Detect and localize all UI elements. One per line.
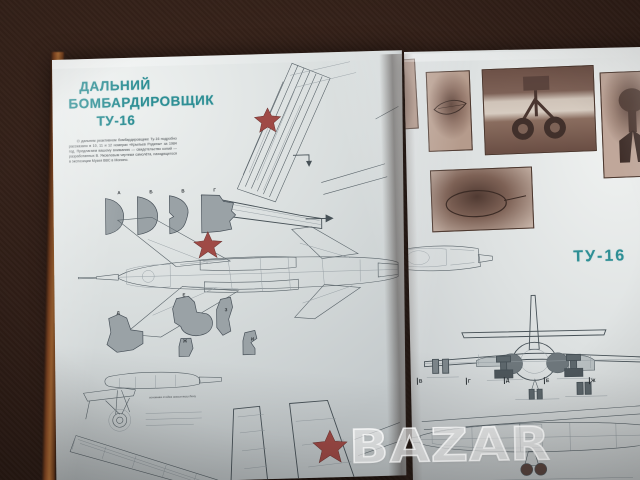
photo-gear-front-shape — [618, 88, 640, 163]
cross-section-label-a: А — [117, 190, 121, 196]
photo-gear-struts — [511, 75, 566, 140]
annotation-arrow-2 — [305, 214, 334, 223]
photo-nose-outline — [433, 99, 467, 115]
photo-main-gear — [481, 65, 597, 156]
drawing-wing-planform-left — [69, 435, 257, 480]
drawing-front-view-aircraft — [424, 294, 640, 400]
magazine-right-page: 302 — [404, 46, 640, 480]
article-body-paragraph: О дальнем реактивном бомбардировщике Ту-… — [68, 136, 177, 164]
cross-section-label-zh: Ж — [182, 338, 188, 344]
title-line-1: ДАЛЬНИЙ — [79, 77, 151, 95]
drawing-gear-symbol-row — [426, 353, 593, 381]
magazine-left-page: ДАЛЬНИЙ БОМБАРДИРОВЩИК ТУ-16 О дальнем р… — [52, 50, 407, 480]
photo-nose-302: 302 — [404, 58, 419, 133]
drawing-side-view-bottom — [405, 404, 640, 480]
cross-section-label-g: Г — [213, 187, 216, 193]
cross-section-label-e: Е — [182, 292, 186, 298]
paper-crease-right-top — [404, 48, 640, 62]
cross-section-label-z: З — [224, 307, 228, 313]
article-body-text: О дальнем реактивном бомбардировщике Ту-… — [69, 137, 177, 165]
cross-sections-row-2 — [106, 295, 258, 357]
section-marker-v: В — [418, 378, 423, 385]
cross-section-label-i: И — [250, 336, 255, 342]
annotation-arrow-1 — [292, 154, 313, 167]
right-page-heading: ТУ-16 — [573, 247, 627, 266]
cross-section-label-b: Б — [149, 189, 153, 195]
photo-gear-front — [599, 70, 640, 179]
drawing-nose-side-detail — [404, 245, 493, 272]
section-marker-e: Е — [545, 378, 550, 385]
cross-section-label-d: Д — [116, 310, 120, 316]
photo-nose-radome — [425, 70, 473, 152]
title-line-3: ТУ-16 — [96, 112, 136, 129]
drawing-landing-gear-detail — [83, 371, 222, 432]
drawing-plan-view-aircraft — [77, 216, 399, 338]
cross-section-label-v: В — [181, 188, 185, 194]
cross-sections-row-1 — [105, 194, 237, 236]
drawing-tail-and-wing-top — [200, 61, 399, 230]
section-marker-d: Д — [505, 377, 510, 384]
photo-fuselage-pod — [429, 166, 535, 233]
section-marker-g: Г — [467, 378, 471, 385]
drawing-vertical-tail-fin — [230, 399, 403, 480]
section-marker-zh: Ж — [590, 378, 596, 385]
photo-pod-outline — [445, 189, 527, 218]
